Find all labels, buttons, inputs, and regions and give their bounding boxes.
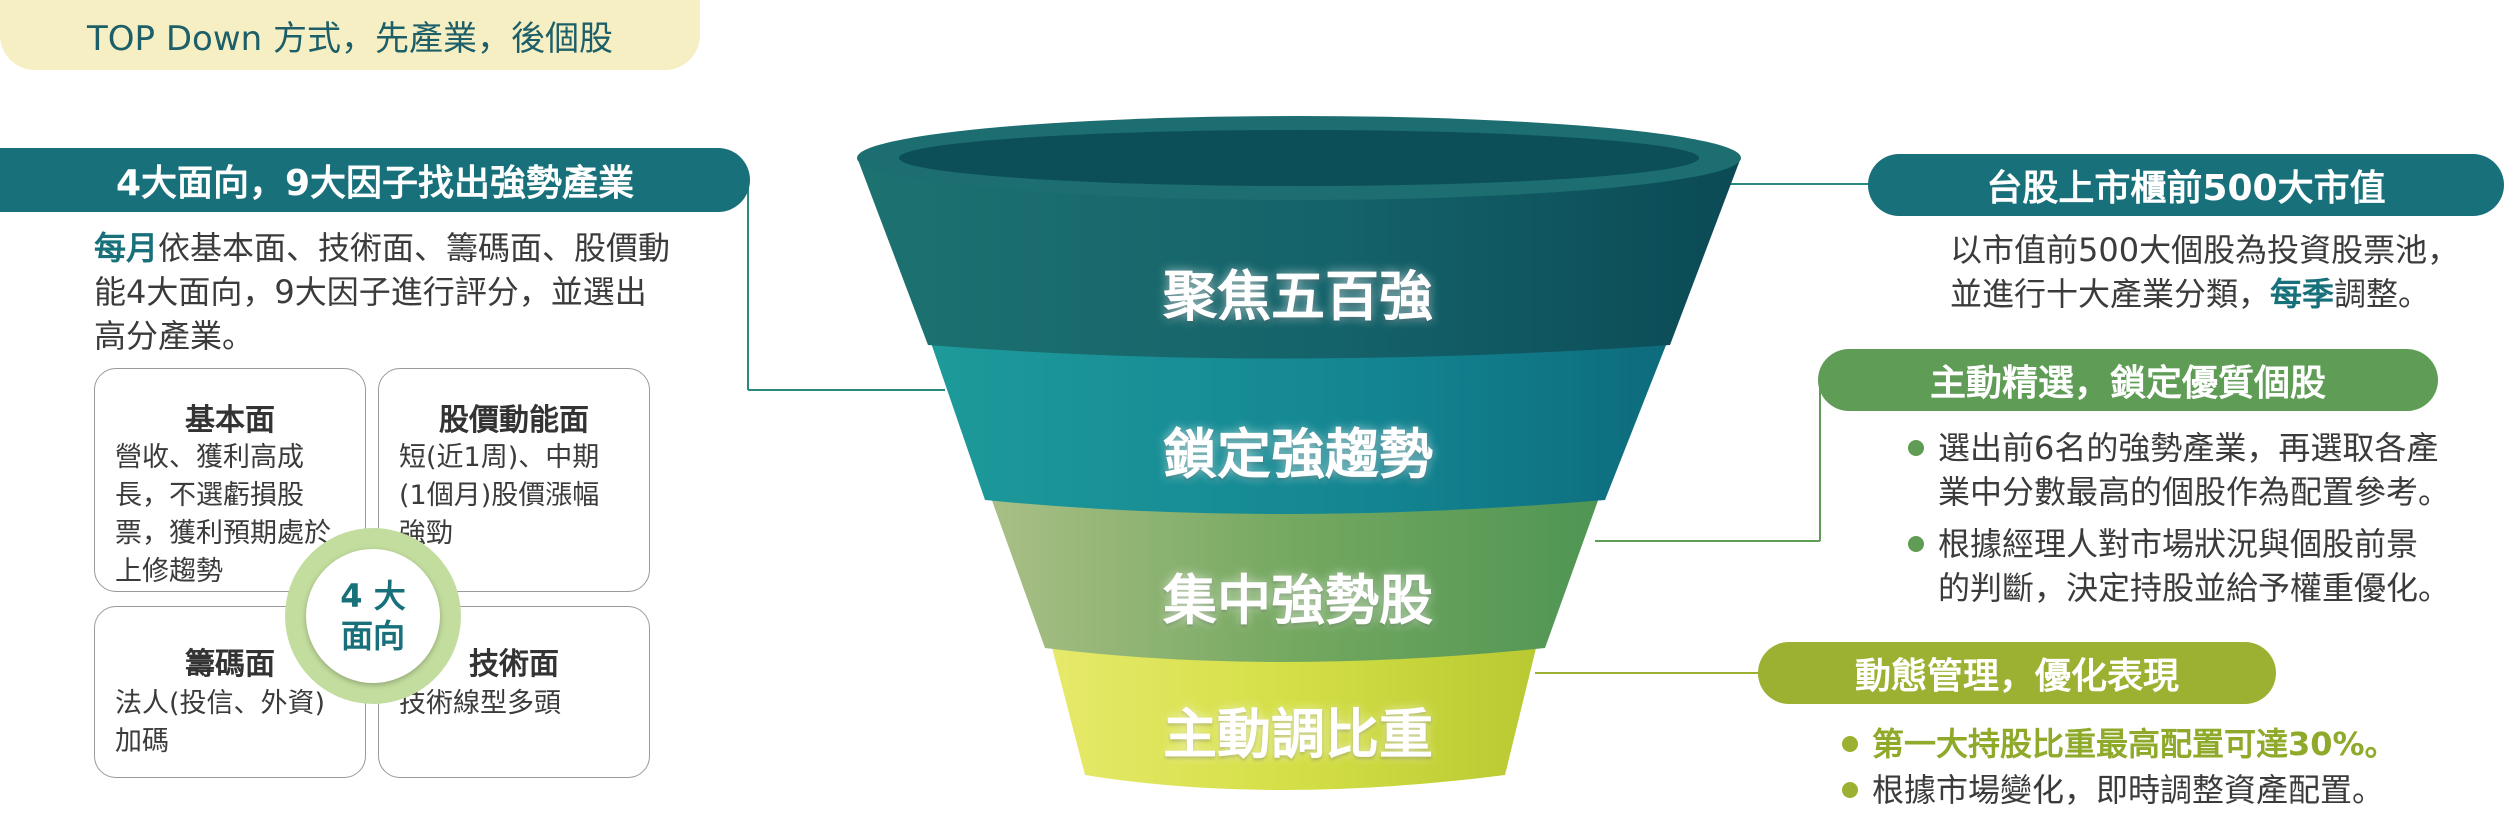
- right-s1-line2-highlight: 每季: [2270, 275, 2335, 313]
- card-chips-line: 法人(投信、外資): [115, 688, 326, 719]
- right-s3-bullet-1: 第一大持股比重最高配置可達30%。: [1842, 722, 2482, 766]
- funnel-stage-4-label: 主動調比重: [1163, 703, 1433, 766]
- card-fundamental-title: 基本面: [185, 403, 275, 438]
- right-s1-line2-pre: 並進行十大產業分類，: [1950, 275, 2271, 313]
- card-fundamental-text: 營收、獲利高成 長，不選虧損股 票，獲利預期處於 上修趨勢: [115, 439, 347, 591]
- funnel-stage-1-shape: [858, 160, 1740, 359]
- left-desc-line2: 能4大面向，9大因子進行評分，並選出: [94, 273, 647, 311]
- card-technical-title: 技術面: [469, 647, 559, 682]
- funnel-stage-1-label: 聚焦五百強: [1163, 265, 1433, 328]
- right-s2-b1-line2: 業中分數最高的個股作為配置參考。: [1938, 473, 2451, 511]
- right-s2-b2-line1: 根據經理人對市場狀況與個股前景: [1938, 525, 2419, 563]
- header-title: TOP Down 方式，先產業，後個股: [0, 0, 700, 70]
- card-fundamental-line: 長，不選虧損股: [115, 480, 304, 511]
- funnel-stage-2-label: 鎖定強趨勢: [1163, 423, 1433, 486]
- left-desc-line3: 高分產業。: [94, 317, 255, 355]
- card-momentum-line: 短(近1周)、中期: [399, 442, 600, 473]
- card-fundamental-line: 營收、獲利高成: [115, 442, 304, 473]
- card-chips-text: 法人(投信、外資) 加碼: [115, 685, 355, 761]
- card-momentum-line: (1個月)股價漲幅: [399, 480, 600, 511]
- card-technical-line: 技術線型多頭: [399, 688, 561, 719]
- center-circle-line2: 面向: [340, 617, 405, 655]
- right-section-1-title: 台股上市櫃前500大市值: [1868, 154, 2504, 216]
- right-section-3-title: 動態管理，優化表現: [1758, 642, 2276, 704]
- right-section-2-title: 主動精選，鎖定優質個股: [1818, 349, 2438, 411]
- card-momentum-text: 短(近1周)、中期 (1個月)股價漲幅 強勁: [399, 439, 631, 553]
- funnel-stage-4-shape: [1050, 640, 1538, 790]
- bullet-dot-icon: [1842, 736, 1858, 752]
- bullet-dot-icon: [1842, 782, 1858, 798]
- bullet-dot-icon: [1908, 440, 1924, 456]
- right-s1-line2-post: 調整。: [2334, 275, 2431, 313]
- card-fundamental-line: 票，獲利預期處於: [115, 518, 331, 549]
- card-fundamental-line: 上修趨勢: [115, 556, 223, 587]
- left-desc-line1: 依基本面、技術面、籌碼面、股價動: [158, 229, 671, 267]
- right-s3-b1-text: 第一大持股比重最高配置可達30%。: [1872, 725, 2397, 763]
- card-technical-text: 技術線型多頭: [399, 685, 639, 723]
- left-description: 每月依基本面、技術面、籌碼面、股價動 能4大面向，9大因子進行評分，並選出 高分…: [94, 226, 734, 358]
- card-momentum-title: 股價動能面: [439, 403, 589, 438]
- left-section-title: 4大面向，9大因子找出強勢產業: [0, 148, 750, 212]
- card-momentum-line: 強勁: [399, 518, 453, 549]
- funnel-stage-3-label: 集中強勢股: [1163, 569, 1433, 632]
- left-desc-highlight: 每月: [94, 229, 159, 267]
- center-circle-line1: 4 大: [340, 577, 406, 615]
- center-circle: 4 大 面向: [306, 549, 440, 683]
- funnel-stage-3-shape: [990, 495, 1600, 662]
- card-chips-line: 加碼: [115, 726, 169, 757]
- right-s3-b2-text: 根據市場變化，即時調整資產配置。: [1872, 771, 2385, 809]
- funnel-rim-inner: [899, 130, 1699, 186]
- right-s2-b1-line1: 選出前6名的強勢產業，再選取各產: [1938, 429, 2439, 467]
- right-section-2-list: 選出前6名的強勢產業，再選取各產 業中分數最高的個股作為配置參考。 根據經理人對…: [1908, 426, 2498, 618]
- right-s2-b2-line2: 的判斷，決定持股並給予權重優化。: [1938, 569, 2451, 607]
- right-section-3-list: 第一大持股比重最高配置可達30%。 根據市場變化，即時調整資產配置。: [1842, 722, 2482, 820]
- right-section-1-text: 以市值前500大個股為投資股票池， 並進行十大產業分類，每季調整。: [1950, 228, 2506, 316]
- bullet-dot-icon: [1908, 536, 1924, 552]
- right-s2-bullet-1: 選出前6名的強勢產業，再選取各產 業中分數最高的個股作為配置參考。: [1908, 426, 2498, 514]
- right-s1-line1: 以市值前500大個股為投資股票池，: [1950, 231, 2460, 269]
- right-s3-bullet-2: 根據市場變化，即時調整資產配置。: [1842, 768, 2482, 812]
- right-s2-bullet-2: 根據經理人對市場狀況與個股前景 的判斷，決定持股並給予權重優化。: [1908, 522, 2498, 610]
- card-chips-title: 籌碼面: [185, 647, 275, 682]
- funnel-stage-2-shape: [930, 340, 1668, 514]
